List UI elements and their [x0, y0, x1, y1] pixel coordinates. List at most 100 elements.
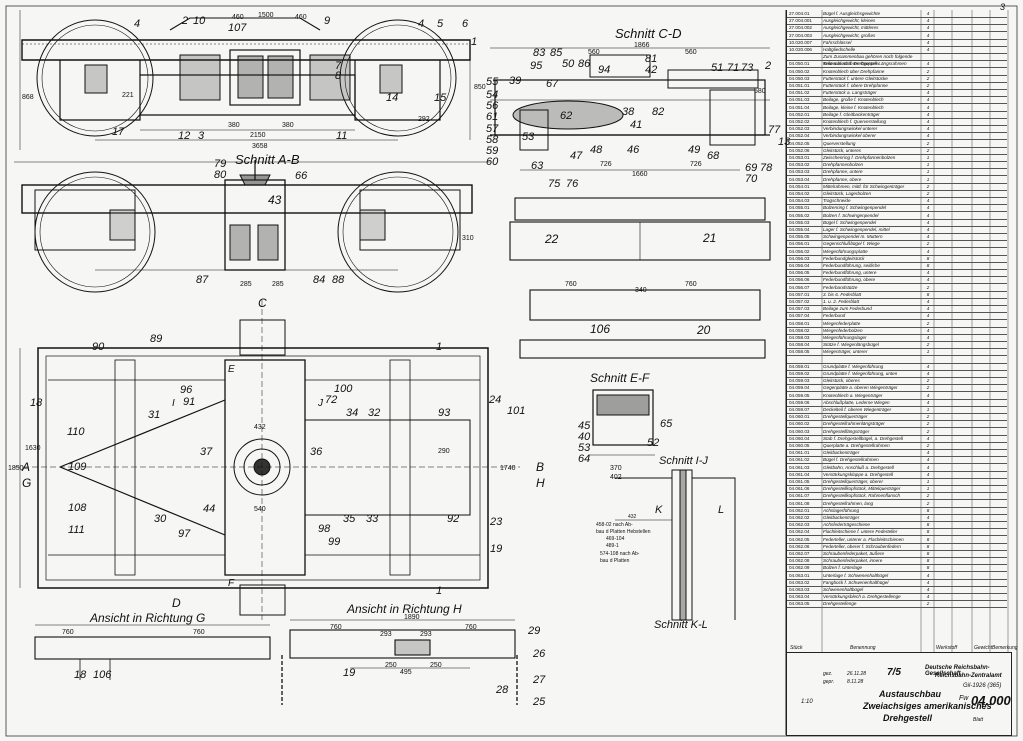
part-name: Drehgestellrahmen, lang — [823, 500, 874, 506]
part-number: 18 — [74, 669, 87, 681]
part-name: Gleitstück, unteres — [823, 147, 862, 153]
part-drawing-number: 04.051.03 — [789, 97, 810, 103]
part-number: 48 — [590, 144, 603, 156]
part-drawing-number: 04.054.02 — [789, 191, 810, 196]
part-drawing-number: 04.051.02 — [789, 90, 810, 96]
company-line-1: Deutsche Reichsbahn-Gesellschaft — [925, 665, 990, 677]
part-quantity: 4 — [926, 90, 930, 96]
part-quantity: 1 — [926, 169, 930, 175]
part-number: 62 — [560, 110, 573, 122]
part-quantity: 2 — [926, 342, 930, 348]
dimension: 432 — [254, 424, 266, 431]
parts-list-row: 04.062.05 Federteller, unterer a. Flachle… — [787, 536, 1007, 544]
part-quantity: 1 — [926, 155, 930, 160]
view-h-drawing — [281, 619, 518, 705]
part-number: 21 — [703, 231, 717, 245]
section-mark-f: F — [228, 578, 235, 589]
part-number: 82 — [652, 106, 665, 118]
dimension: 250 — [430, 662, 442, 669]
part-drawing-number: 04.056.06 — [789, 277, 810, 283]
part-name: Zum Zusammenbau gehören noch folgende Te… — [823, 54, 913, 67]
part-drawing-number: 27.004.01 — [789, 11, 810, 16]
part-quantity: 2 — [926, 140, 930, 146]
part-number: 1 — [471, 36, 478, 48]
part-quantity: 2 — [926, 443, 930, 448]
part-quantity: 4 — [926, 119, 930, 124]
part-number: 7 — [335, 60, 342, 72]
part-number: 77 — [768, 124, 781, 136]
sheet-mark: 7/5 — [887, 667, 901, 678]
part-drawing-number: 04.062.05 — [789, 536, 810, 542]
part-quantity: 4 — [926, 572, 930, 578]
part-number: 85 — [550, 47, 563, 59]
part-quantity: 2 — [926, 241, 930, 247]
part-name: Federteller, oberer f. Schraubenfedern — [823, 543, 901, 549]
part-name: Federteller, unterer a. Flachleitschiene… — [823, 536, 904, 542]
part-drawing-number: 04.054.03 — [789, 198, 810, 204]
part-quantity: 8 — [926, 529, 930, 535]
part-number: 79 — [214, 158, 227, 170]
dimension: 540 — [254, 506, 266, 513]
part-drawing-number: 04.051.01 — [789, 83, 810, 88]
part-quantity: 4 — [926, 32, 930, 38]
dimension: 850 — [474, 84, 486, 91]
dimension: 760 — [330, 624, 342, 631]
part-quantity: 4 — [926, 587, 930, 592]
part-name: Federbandstütze — [823, 284, 858, 290]
dimension-note: 469-104 — [606, 536, 625, 542]
part-drawing-number: 04.059.01 — [789, 363, 810, 369]
part-name: Gleitbackenträger — [823, 515, 860, 520]
part-name: Knotenblech über Drehpfanne — [823, 68, 885, 74]
part-number: 30 — [154, 513, 167, 525]
part-quantity: 1 — [926, 407, 930, 412]
dimension: 432 — [628, 514, 637, 520]
part-name: Verbindungswinkel unterer — [823, 126, 878, 132]
section-mark-b: B — [536, 460, 545, 474]
part-name: Beilage f. Gleitbackenträger — [823, 111, 880, 117]
part-number: 35 — [343, 513, 356, 525]
part-number: 14 — [386, 92, 399, 104]
part-quantity: 8 — [926, 522, 930, 528]
plan-view-drawing — [14, 300, 520, 620]
part-name: Tragschneide — [823, 198, 851, 204]
part-drawing-number: 04.058.01 — [789, 320, 810, 326]
part-drawing-number: 04.053.01 — [789, 155, 810, 160]
part-name: Gleitstück, oberes — [823, 378, 860, 384]
part-number: 19 — [343, 667, 356, 679]
part-quantity: 4 — [926, 219, 930, 225]
part-number: 42 — [645, 64, 658, 76]
part-quantity: 8 — [926, 558, 930, 564]
part-name: Lager f. Schwingenpendel, mittel — [823, 227, 890, 232]
section-ab-title: Schnitt A-B — [235, 152, 300, 167]
part-number: 109 — [68, 461, 87, 473]
part-number: 83 — [533, 47, 546, 59]
part-drawing-number: 04.061.02 — [789, 457, 810, 463]
part-drawing-number: 04.055.01 — [789, 205, 810, 211]
part-number: 66 — [295, 170, 308, 182]
part-name: Drehgestellkopfstück, Mittelquerträger — [823, 486, 901, 492]
part-quantity: 2 — [926, 284, 930, 290]
part-number: 59 — [486, 145, 499, 157]
dimension: 290 — [438, 448, 450, 455]
part-drawing-number: 04.062.02 — [789, 515, 810, 520]
part-number: 29 — [528, 625, 541, 637]
part-name: Gegenplatte a. oberen Wiegenträger — [823, 385, 898, 391]
part-drawing-number: 27.004.002 — [789, 25, 812, 31]
view-g-title: Ansicht in Richtung G — [90, 611, 206, 625]
part-name: Gleitbahn, Anschluß a. Drehgestell — [823, 464, 894, 470]
part-name: Drehgestellquerträger — [823, 414, 868, 420]
part-number: 96 — [180, 384, 193, 396]
part-quantity: 8 — [926, 536, 930, 542]
part-name: Achslagerführung — [823, 507, 860, 513]
part-number: 46 — [627, 144, 640, 156]
